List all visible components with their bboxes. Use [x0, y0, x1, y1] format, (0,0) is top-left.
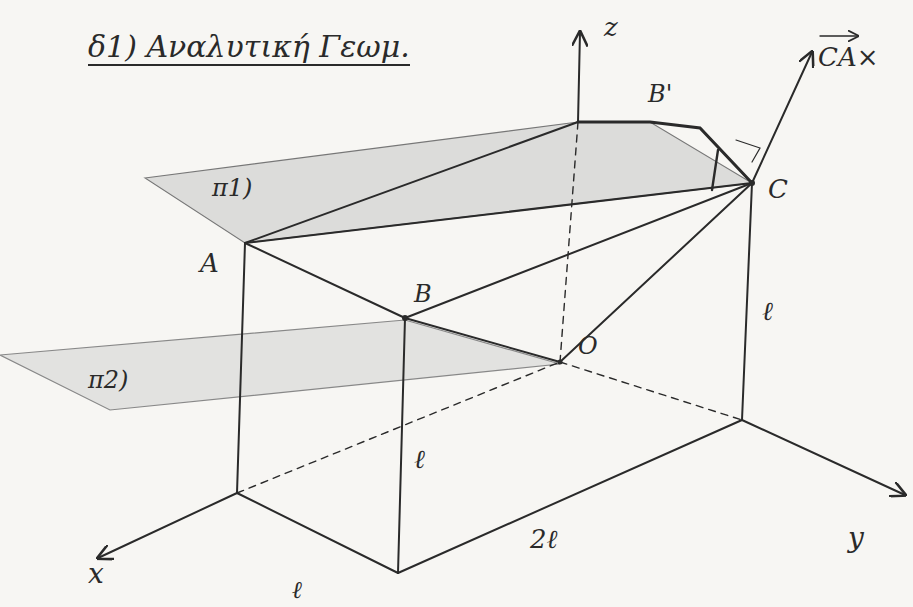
- point-label: 2ℓ: [530, 526, 557, 552]
- figure-lines: [98, 32, 905, 573]
- point-label: CA×: [818, 44, 878, 70]
- point-label: B: [414, 282, 432, 306]
- point-label: C: [768, 176, 788, 202]
- point-label: ℓ: [414, 446, 425, 472]
- plane-pi1: [145, 122, 752, 243]
- point-label: π1): [212, 176, 252, 200]
- heading: δ1) Αναλυτική Γεωμ.: [88, 32, 410, 66]
- point-label: ℓ: [292, 578, 302, 602]
- point-label: z: [604, 14, 618, 40]
- point-label: B': [648, 82, 672, 106]
- points: [402, 180, 755, 365]
- point-label: ℓ: [762, 298, 773, 324]
- point-label: y: [848, 524, 864, 552]
- point-label: O: [578, 334, 598, 358]
- point-label: π2): [88, 368, 128, 392]
- plane-pi2: [0, 320, 560, 410]
- point-label: A: [200, 250, 219, 276]
- point-label: x: [88, 560, 104, 588]
